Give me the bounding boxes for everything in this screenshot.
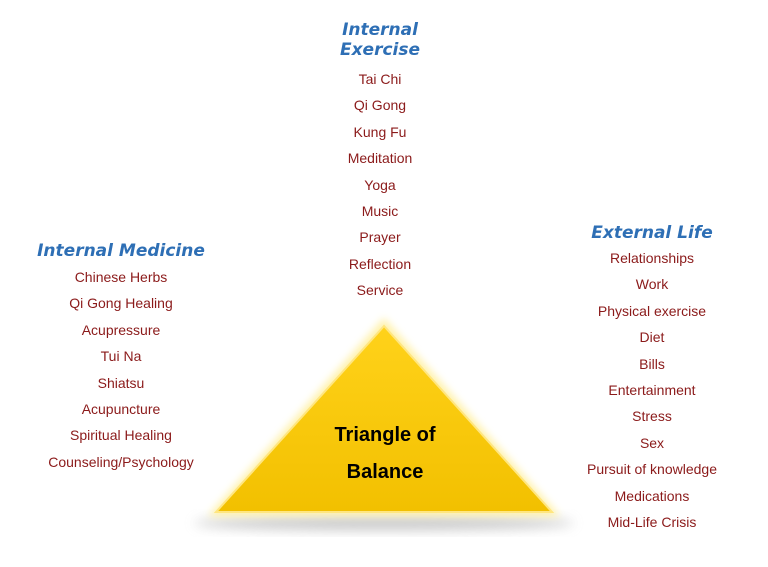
list-item: Counseling/Psychology xyxy=(48,453,194,470)
list-item: Physical exercise xyxy=(597,302,707,319)
internal-medicine-group: Internal Medicine Chinese Herbs Qi Gong H… xyxy=(35,241,207,475)
list-item: Music xyxy=(361,203,399,220)
list-item: Chinese Herbs xyxy=(74,269,168,285)
list-item: Spiritual Healing xyxy=(70,427,172,444)
list-item: Qi Gong xyxy=(353,97,407,114)
list-item: Bills xyxy=(639,355,665,372)
list-item: Reflection xyxy=(348,255,412,272)
list-item: Pursuit of knowledge xyxy=(587,461,717,478)
list-item: Sex xyxy=(639,434,665,451)
list-item: Entertainment xyxy=(608,382,696,399)
list-item: Prayer xyxy=(359,229,401,246)
list-item: Qi Gong Healing xyxy=(69,295,173,312)
triangle-shadow xyxy=(194,516,574,530)
list-item: Kung Fu xyxy=(353,123,407,140)
list-item: Tui Na xyxy=(100,348,142,365)
external-life-heading: External Life xyxy=(591,223,713,243)
list-item: Work xyxy=(635,276,669,293)
list-item: Tai Chi xyxy=(358,71,402,87)
internal-exercise-heading: Internal Exercise xyxy=(339,20,421,60)
list-item: Stress xyxy=(632,408,672,425)
triangle-label-line1: Triangle of xyxy=(334,424,436,446)
list-item: Acupuncture xyxy=(81,401,161,418)
list-item: Acupressure xyxy=(81,321,161,338)
list-item: Mid-Life Crisis xyxy=(607,514,697,531)
triangle-label: Triangle of Balance xyxy=(300,417,470,491)
triangle-label-line2: Balance xyxy=(346,461,424,483)
list-item: Diet xyxy=(639,329,665,346)
list-item: Medications xyxy=(614,487,690,504)
list-item: Shiatsu xyxy=(97,374,145,391)
internal-medicine-heading: Internal Medicine xyxy=(37,241,205,261)
list-item: Relationships xyxy=(609,250,695,266)
list-item: Yoga xyxy=(364,176,396,193)
list-item: Meditation xyxy=(347,150,413,167)
list-item: Service xyxy=(356,282,404,299)
